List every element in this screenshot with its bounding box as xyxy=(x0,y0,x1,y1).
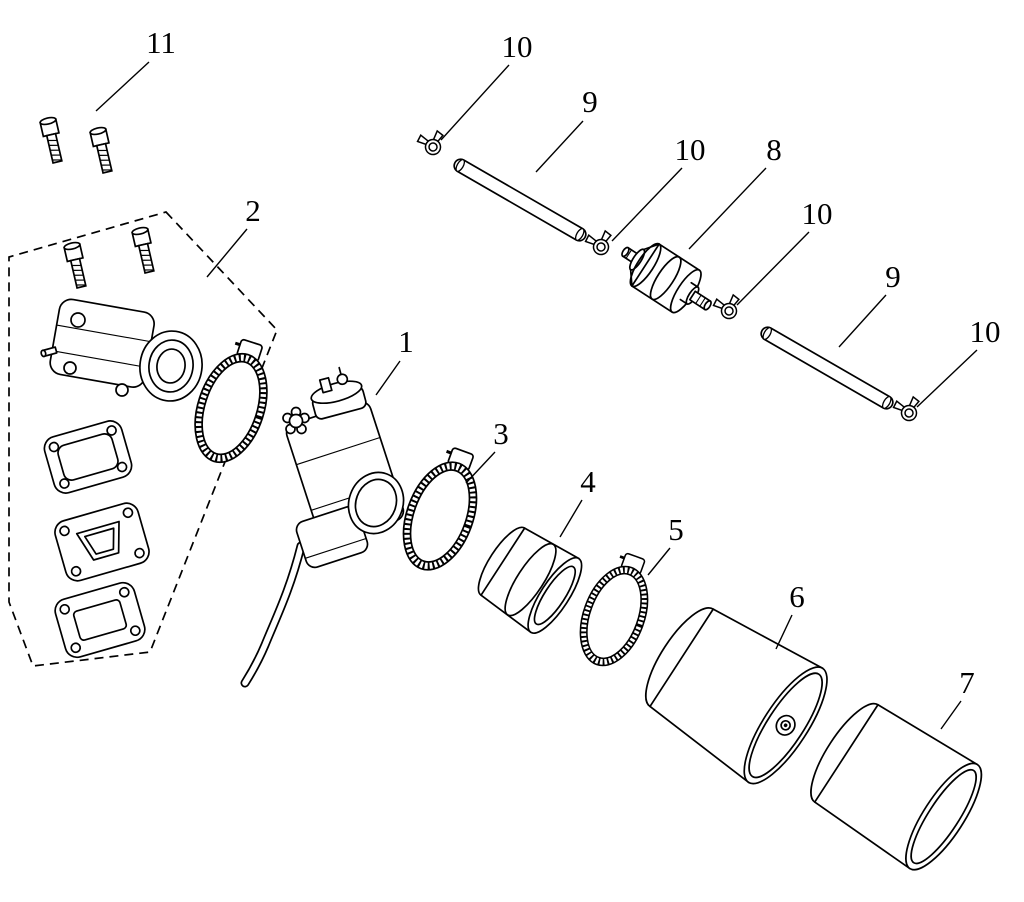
hose-clamp-part-3 xyxy=(390,440,495,580)
housing-hub xyxy=(775,714,796,736)
intake-manifold-part-2 xyxy=(40,225,283,659)
manifold-screw xyxy=(115,383,129,397)
manifold-boss xyxy=(70,312,86,328)
fuel-filter-part-8 xyxy=(621,242,712,314)
callout-label-2: 2 xyxy=(245,193,261,228)
leader-line-2 xyxy=(206,228,248,278)
bolts-part-11 xyxy=(38,115,117,175)
manifold-tube-opening xyxy=(139,330,203,402)
callout-label-10b: 10 xyxy=(675,132,706,167)
leader-line-4 xyxy=(559,499,583,538)
leader-line-1 xyxy=(375,360,401,396)
callout-label-9b: 9 xyxy=(885,259,901,294)
leader-line-10c xyxy=(736,231,810,306)
leader-line-8 xyxy=(688,167,767,250)
choke-knob xyxy=(282,406,310,435)
leader-line-5 xyxy=(647,547,671,576)
leader-line-10d xyxy=(916,349,978,408)
hose-clip-part-10-a xyxy=(415,127,449,159)
carburetor-bore xyxy=(347,471,405,535)
bolt xyxy=(62,240,91,290)
callout-label-8: 8 xyxy=(766,132,782,167)
leader-line-9a xyxy=(535,120,584,173)
leader-line-10b xyxy=(611,167,683,242)
callout-label-10d: 10 xyxy=(970,314,1001,349)
fuel-hose-part-9-a xyxy=(450,156,590,244)
callout-label-7: 7 xyxy=(959,665,975,700)
callout-label-4: 4 xyxy=(580,464,596,499)
bolt xyxy=(38,115,67,165)
leader-line-3 xyxy=(465,451,496,484)
carburetor-part-1 xyxy=(240,366,405,688)
gasket-plate xyxy=(43,420,133,494)
leader-line-11 xyxy=(95,61,150,112)
fuel-line-inner xyxy=(242,543,304,686)
callout-label-10c: 10 xyxy=(802,196,833,231)
fuel-hose-part-9-b xyxy=(757,324,897,412)
bolt xyxy=(130,225,159,275)
manifold-boss xyxy=(63,361,77,375)
callout-label-1: 1 xyxy=(398,324,414,359)
hose-clip-part-10-d xyxy=(891,393,925,425)
reed-valve-plate xyxy=(54,502,150,582)
leader-line-7 xyxy=(940,700,962,730)
carburetor-top-cap xyxy=(310,366,367,420)
callout-label-10a: 10 xyxy=(502,29,533,64)
leader-line-9b xyxy=(838,294,887,348)
gasket-plate-2 xyxy=(54,581,146,659)
vacuum-nipple xyxy=(40,346,58,358)
callout-label-9a: 9 xyxy=(582,84,598,119)
leader-line-6 xyxy=(775,614,793,650)
callout-label-5: 5 xyxy=(668,512,684,547)
air-filter-housing-part-6 xyxy=(644,607,828,785)
hose-clip-part-10-b xyxy=(583,227,617,259)
air-filter-element-part-7 xyxy=(810,702,983,871)
intake-boot-part-4 xyxy=(477,526,583,634)
callout-label-11: 11 xyxy=(146,25,176,60)
bolt xyxy=(88,125,117,175)
assembly-boundary-dashed xyxy=(8,211,278,667)
callout-label-6: 6 xyxy=(789,579,805,614)
hose-clip-part-10-c xyxy=(711,291,745,323)
callout-label-3: 3 xyxy=(493,416,509,451)
leader-line-10a xyxy=(440,64,510,141)
